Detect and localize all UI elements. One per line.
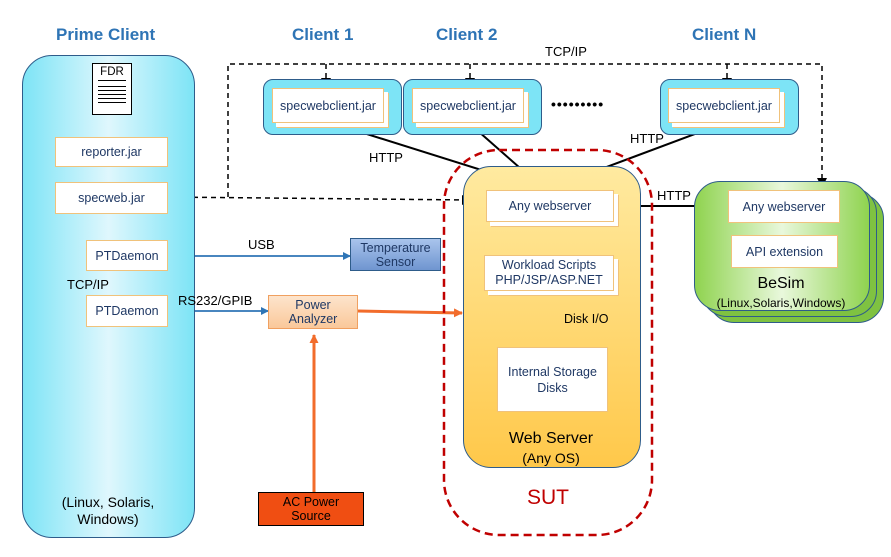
workload-scripts-line2: PHP/JSP/ASP.NET bbox=[495, 273, 603, 287]
web-server-title: Web Server bbox=[508, 430, 594, 447]
fdr-document: FDR bbox=[92, 63, 132, 115]
power-analyzer-line2: Analyzer bbox=[288, 312, 338, 326]
tcpip-left-label: TCP/IP bbox=[67, 277, 109, 292]
power-analyzer-box: Power Analyzer bbox=[268, 295, 358, 329]
besim-any-webserver-box: Any webserver bbox=[728, 190, 840, 223]
temperature-sensor-box: Temperature Sensor bbox=[350, 238, 441, 271]
sut-label: SUT bbox=[527, 486, 569, 509]
tcpip-top-label: TCP/IP bbox=[545, 44, 587, 59]
disk-io-label: Disk I/O bbox=[564, 312, 609, 326]
reporter-jar-box: reporter.jar bbox=[55, 137, 168, 167]
internal-storage-line1: Internal Storage bbox=[508, 364, 597, 379]
client2-specwebclient-box: specwebclient.jar bbox=[412, 88, 524, 123]
client2-title: Client 2 bbox=[436, 25, 498, 44]
workload-scripts-line1: Workload Scripts bbox=[501, 258, 597, 272]
power-analyzer-line1: Power bbox=[295, 298, 331, 312]
prime-client-os: (Linux, Solaris, Windows) bbox=[61, 494, 155, 527]
ac-power-line2: Source bbox=[291, 509, 331, 523]
client1-specwebclient-box: specwebclient.jar bbox=[272, 88, 384, 123]
clients-ellipsis: ••••••••• bbox=[551, 96, 605, 112]
temperature-line1: Temperature bbox=[360, 240, 431, 255]
besim-os: (Linux,Solaris,Windows) bbox=[716, 296, 846, 310]
fdr-label: FDR bbox=[100, 66, 124, 78]
rs232-label: RS232/GPIB bbox=[178, 293, 253, 308]
sut-any-webserver-box: Any webserver bbox=[486, 190, 614, 222]
workload-scripts-box: Workload Scripts PHP/JSP/ASP.NET bbox=[484, 255, 614, 291]
ptdaemon-serial-box: PTDaemon bbox=[86, 295, 168, 327]
prime-client-title: Prime Client bbox=[56, 25, 156, 44]
besim-title: BeSim bbox=[757, 275, 805, 292]
http-left-label: HTTP bbox=[369, 150, 403, 165]
web-server-os: (Any OS) bbox=[522, 450, 580, 466]
usb-label: USB bbox=[248, 237, 275, 252]
internal-storage-box: Internal Storage Disks bbox=[497, 347, 608, 412]
power-connections bbox=[309, 308, 463, 492]
temperature-line2: Sensor bbox=[375, 254, 416, 269]
specweb-jar-box: specweb.jar bbox=[55, 182, 168, 214]
ptdaemon-usb-box: PTDaemon bbox=[86, 240, 168, 271]
http-right-label: HTTP bbox=[630, 131, 664, 146]
clientn-title: Client N bbox=[692, 25, 757, 44]
http-besim-label: HTTP bbox=[657, 188, 691, 203]
ac-power-line1: AC Power bbox=[282, 495, 340, 509]
internal-storage-line2: Disks bbox=[537, 380, 568, 395]
clientn-specwebclient-box: specwebclient.jar bbox=[668, 88, 780, 123]
ac-power-source-box: AC Power Source bbox=[258, 492, 364, 526]
client1-title: Client 1 bbox=[292, 25, 354, 44]
api-extension-box: API extension bbox=[731, 235, 838, 268]
